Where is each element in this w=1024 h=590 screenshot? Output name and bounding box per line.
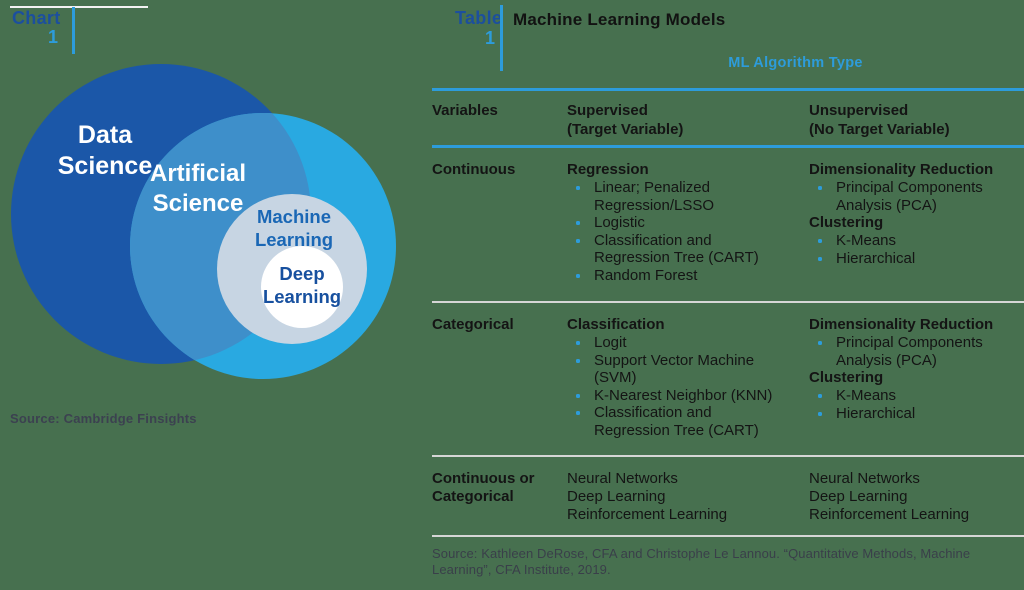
ml-algorithm-type-banner: ML Algorithm Type (728, 55, 863, 71)
data-science-label: Data Science (57, 121, 153, 180)
bullet-item: Principal Components Analysis (PCA) (809, 179, 994, 214)
cell-text-line: Reinforcement Learning (567, 506, 728, 523)
cell-text-line: Reinforcement Learning (809, 506, 970, 523)
bullet-item-text: K-Means (836, 232, 897, 249)
bullet-icon (818, 341, 822, 345)
column-header-sub: (No Target Variable) (809, 121, 950, 138)
column-header: Supervised (Target Variable) (567, 96, 809, 139)
bullet-item: Classification and Regression Tree (CART… (567, 404, 779, 439)
bullet-item: Linear; Penalized Regression/LSSO (567, 179, 779, 214)
bullet-item-text: Hierarchical (836, 404, 916, 422)
cell-heading: Clustering (809, 369, 884, 386)
table-panel: Table 1 Machine Learning Models ML Algor… (432, 0, 1024, 590)
bullet-item: K-Means (809, 232, 994, 250)
bullet-item: Random Forest (567, 267, 779, 285)
bullet-item: Classification and Regression Tree (CART… (567, 232, 779, 267)
bullet-icon (818, 394, 822, 398)
bullet-icon (576, 411, 580, 415)
cell-heading: Dimensionality Reduction (809, 161, 994, 178)
bullet-item: Hierarchical (809, 250, 994, 268)
bullet-item-text: Logit (594, 334, 627, 351)
bullet-icon (576, 238, 580, 243)
bullet-item: K-Means (809, 387, 994, 405)
bullet-icon (576, 358, 580, 363)
header-rule-bottom (432, 145, 1024, 148)
cell-heading: Regression (567, 161, 649, 178)
bullet-item-text: Support Vector Machine (SVM) (594, 351, 755, 387)
bullet-item-text: Logistic (594, 214, 645, 231)
bullet-icon (818, 239, 822, 243)
bullet-item-text: K-Means (836, 387, 897, 404)
table-header-row: Variables Supervised (Target Variable) Unsu… (432, 96, 1024, 139)
chart-label-divider (72, 7, 75, 54)
table-source: Source: Kathleen DeRose, CFA and Christo… (432, 546, 971, 577)
column-header: Unsupervised (No Target Variable) (809, 96, 1024, 139)
table-row: Continuous or Categorical Neural Networks… (432, 457, 1024, 537)
bullet-icon (576, 341, 580, 345)
artificial-science-label: Artificial Science (149, 160, 247, 217)
bullet-item-text: K-Nearest Neighbor (KNN) (594, 386, 773, 404)
bullet-item-text: Classification and Regression Tree (CART… (594, 404, 759, 439)
row-variable: Continuous (432, 161, 516, 178)
bullet-item: Principal Components Analysis (PCA) (809, 334, 994, 369)
column-header-title: Supervised (567, 102, 648, 119)
column-header-title: Unsupervised (809, 102, 909, 119)
cell-text-line: Neural Networks (567, 470, 678, 487)
bullet-item: Logistic (567, 214, 779, 232)
cell-heading: Clustering (809, 214, 884, 231)
bullet-item-text: Hierarchical (836, 249, 916, 267)
header-rule-top (432, 88, 1024, 91)
chart-label: Chart (12, 8, 61, 28)
deep-learning-label: Deep Learning (262, 263, 342, 307)
cell-heading: Classification (567, 316, 665, 333)
column-header-title: Variables (432, 102, 498, 119)
bullet-icon (576, 273, 580, 278)
machine-learning-label: Machine Learning (254, 206, 334, 250)
bullet-item: Hierarchical (809, 405, 994, 423)
table-label: Table (455, 8, 503, 28)
bullet-item-text: Principal Components Analysis (PCA) (836, 179, 983, 214)
bullet-item-text: Principal Components Analysis (PCA) (836, 334, 983, 369)
bullet-icon (576, 186, 580, 190)
bullet-icon (818, 411, 822, 416)
bullet-icon (576, 393, 580, 398)
cell-text-line: Deep Learning (567, 488, 666, 505)
chart-number: 1 (47, 27, 58, 47)
bullet-icon (818, 256, 822, 261)
bullet-item-text: Linear; Penalized Regression/LSSO (594, 179, 715, 214)
deep-learning-circle (261, 246, 343, 328)
cell-heading: Dimensionality Reduction (809, 316, 994, 333)
table-title: Machine Learning Models (513, 10, 726, 29)
cell-text-line: Deep Learning (809, 488, 908, 505)
table-number: 1 (484, 28, 495, 48)
bullet-item: Support Vector Machine (SVM) (567, 352, 779, 387)
bullet-item-text: Random Forest (594, 266, 698, 284)
bullet-icon (576, 221, 580, 225)
bullet-item: K-Nearest Neighbor (KNN) (567, 387, 779, 405)
bullet-item: Logit (567, 334, 779, 352)
table-label-divider (500, 5, 503, 71)
venn-diagram (11, 64, 396, 379)
bullet-icon (818, 186, 822, 190)
column-header-sub: (Target Variable) (567, 121, 684, 138)
row-variable: Continuous or Categorical (432, 470, 535, 505)
chart-source: Source: Cambridge Finsights (10, 411, 197, 426)
column-header: Variables (432, 96, 567, 139)
row-variable: Categorical (432, 316, 514, 333)
chart-top-rule (10, 6, 148, 8)
bullet-item-text: Classification and Regression Tree (CART… (594, 231, 759, 267)
cell-text-line: Neural Networks (809, 470, 920, 487)
